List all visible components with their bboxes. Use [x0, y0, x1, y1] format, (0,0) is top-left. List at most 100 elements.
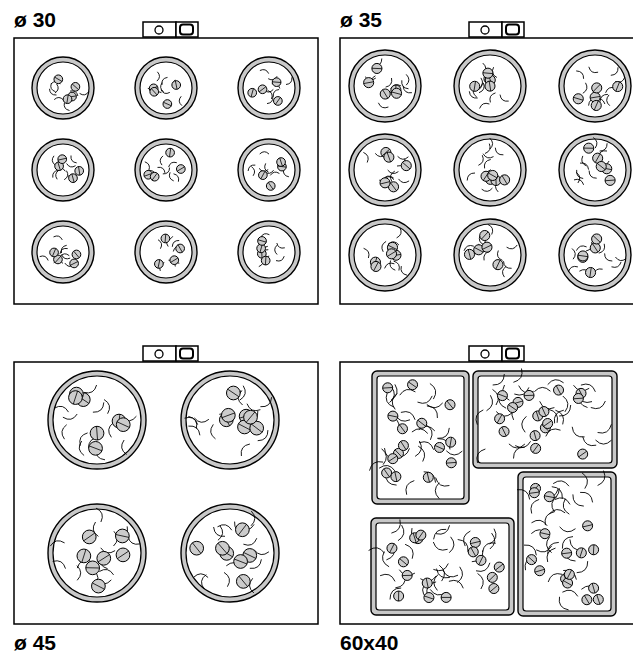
cheese-strand [251, 167, 254, 176]
cheese-strand [53, 561, 66, 569]
topping-line [489, 81, 491, 91]
topping [497, 391, 507, 401]
topping-line [246, 412, 255, 423]
pizza-crust [559, 50, 631, 122]
topping [592, 234, 602, 244]
topping [573, 94, 583, 104]
pizzas [32, 50, 631, 616]
icon-dot [155, 350, 163, 358]
topping [589, 545, 599, 555]
topping [544, 492, 554, 502]
topping-line [528, 556, 535, 563]
topping-line [268, 182, 273, 189]
topping-line [251, 89, 253, 97]
cheese-strand [611, 67, 618, 75]
topping [150, 87, 159, 96]
pizza-base [243, 62, 295, 114]
cheese-strand [478, 155, 483, 165]
topping-line [593, 244, 598, 252]
pizza-crust [238, 57, 300, 119]
topping-line [67, 95, 68, 104]
topping [97, 551, 111, 565]
cheese-strand [188, 426, 200, 435]
cheese-strand [513, 447, 524, 458]
topping-line [251, 424, 262, 432]
pizza-base [243, 226, 295, 278]
size-label: ø 30 [14, 9, 56, 30]
pizza-base [459, 139, 521, 201]
topping [482, 242, 492, 252]
cheese-strand [583, 83, 587, 94]
topping [216, 541, 230, 555]
topping [272, 78, 281, 87]
cheese-strand [391, 520, 400, 534]
topping [578, 449, 588, 459]
topping-line [542, 407, 546, 416]
cheese-strand [580, 163, 589, 170]
topping-line [72, 174, 74, 182]
cheese-strand [600, 143, 608, 151]
cheese-strand [424, 472, 436, 483]
cheese-strand [583, 437, 597, 446]
topping [489, 584, 499, 594]
topping [398, 441, 408, 451]
cheese-strand [582, 473, 587, 489]
topping [380, 178, 390, 188]
topping [244, 410, 258, 424]
cheese-strand [163, 168, 170, 174]
cheese-strand [401, 412, 415, 420]
topping [446, 458, 456, 468]
icon-box [469, 22, 502, 37]
topping-line [524, 395, 534, 396]
topping-line [117, 551, 128, 559]
cheese-strand [446, 451, 462, 455]
topping [266, 182, 275, 191]
topping-line [533, 444, 539, 452]
pizza-base [354, 55, 416, 117]
topping-line [380, 182, 390, 184]
topping [476, 555, 486, 565]
topping [543, 419, 553, 429]
topping-line [152, 173, 157, 180]
topping-line [158, 260, 160, 268]
topping [388, 454, 398, 464]
pizza-crust [371, 518, 514, 615]
cheese-strand [458, 540, 468, 552]
cheese-strand [193, 574, 208, 578]
topping-line [544, 496, 554, 498]
topping-line [116, 535, 129, 538]
topping-line [402, 575, 412, 576]
topping [424, 593, 434, 603]
cheese-strand [157, 72, 160, 81]
topping [488, 170, 498, 180]
topping [441, 592, 451, 602]
cheese-strand [286, 77, 292, 84]
icon-dot [481, 26, 489, 34]
cheese-strand [503, 266, 507, 277]
cheese-strand [547, 537, 552, 553]
topping-line [597, 595, 600, 604]
cheese-strand [162, 77, 168, 85]
pizza-base [564, 224, 626, 286]
topping [116, 418, 130, 432]
cheese-strand [457, 567, 462, 583]
topping [586, 267, 596, 277]
pizza-crust [473, 371, 617, 468]
topping-line [169, 148, 170, 157]
cheese-strand [548, 380, 564, 385]
pizza-crust [135, 139, 197, 201]
cheese-strand [62, 255, 71, 259]
cheese-strand [477, 449, 486, 463]
cheese-strand [80, 92, 89, 95]
topping [69, 391, 83, 405]
cheese-strand [380, 574, 395, 581]
pizza-base [564, 55, 626, 117]
topping-line [383, 90, 388, 99]
topping [58, 155, 67, 164]
topping [236, 523, 250, 537]
cheese-strand [553, 481, 569, 486]
topping [508, 403, 518, 413]
topping [487, 572, 497, 582]
topping-line [395, 472, 397, 482]
